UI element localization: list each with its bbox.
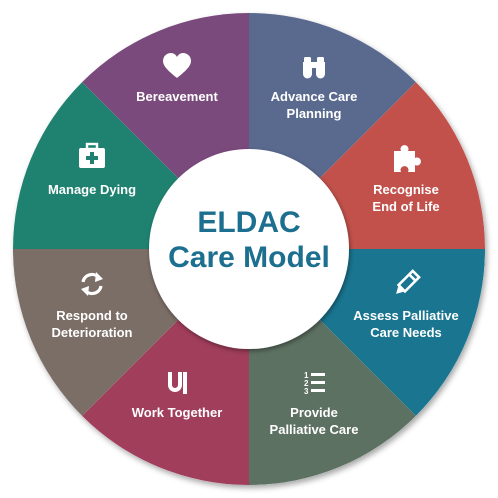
segment-label-line: Palliative Care: [269, 422, 359, 437]
segment-label-line: Deterioration: [51, 325, 133, 340]
svg-text:2: 2: [304, 379, 309, 388]
center-title-line-1: ELDAC: [197, 206, 301, 239]
segment-label-line: Care Needs: [370, 325, 442, 340]
center-title: ELDAC Care Model: [149, 205, 349, 275]
binoculars-icon: [303, 57, 325, 79]
refresh-arrows-icon: [81, 272, 103, 296]
puzzle-piece-icon: [394, 145, 421, 172]
heart-icon: [163, 53, 191, 78]
icons-group: 123: [79, 53, 421, 396]
numbered-list-icon: 123: [304, 371, 325, 396]
segment-label-line: End of Life: [372, 199, 440, 214]
medical-kit-icon: [79, 142, 105, 168]
center-title-line-2: Care Model: [168, 241, 330, 274]
segment-label-line: Respond to: [56, 308, 128, 323]
segment-label-line: Advance Care: [270, 89, 358, 104]
segment-label-work-together: Work Together: [92, 404, 262, 421]
segment-label-line: Provide: [290, 405, 338, 420]
segment-label-manage-dying: Manage Dying: [7, 181, 177, 198]
segment-label-line: Bereavement: [136, 89, 218, 104]
segment-label-bereavement: Bereavement: [92, 88, 262, 105]
segment-label-line: Planning: [286, 106, 342, 121]
segment-label-line: Assess Palliative: [353, 308, 459, 323]
segment-label-respond-to-deterioration: Respond to Deterioration: [7, 307, 177, 341]
linked-hands-icon: [168, 372, 187, 394]
svg-text:1: 1: [304, 371, 309, 380]
segment-label-line: Recognise: [373, 182, 439, 197]
segment-label-line: Work Together: [131, 405, 223, 420]
segment-label-line: Manage Dying: [47, 182, 137, 197]
svg-text:3: 3: [304, 387, 309, 396]
pencil-icon: [396, 269, 421, 294]
center-circle: [149, 149, 349, 349]
